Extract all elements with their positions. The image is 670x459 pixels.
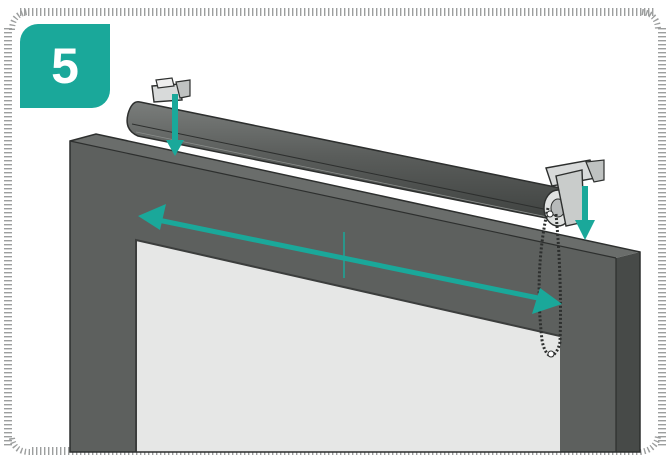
right-bracket [545, 159, 605, 227]
pane-reveal-edge [135, 238, 561, 452]
step-badge: 5 [20, 24, 110, 108]
left-bracket [151, 77, 191, 103]
frame-side-face [616, 252, 640, 452]
arrow-head-left [138, 204, 166, 230]
right-down-arrow [575, 186, 595, 240]
bead-chain-right [551, 213, 562, 358]
window-frame [69, 133, 641, 453]
arrow-head-right [532, 288, 562, 314]
width-double-arrow [138, 204, 562, 314]
bead-chain [537, 207, 562, 358]
bead-chain-left [537, 207, 551, 358]
window-pane [136, 240, 560, 452]
step-number: 5 [51, 38, 79, 94]
left-down-arrow [166, 94, 184, 156]
frame-top-face [70, 134, 640, 258]
